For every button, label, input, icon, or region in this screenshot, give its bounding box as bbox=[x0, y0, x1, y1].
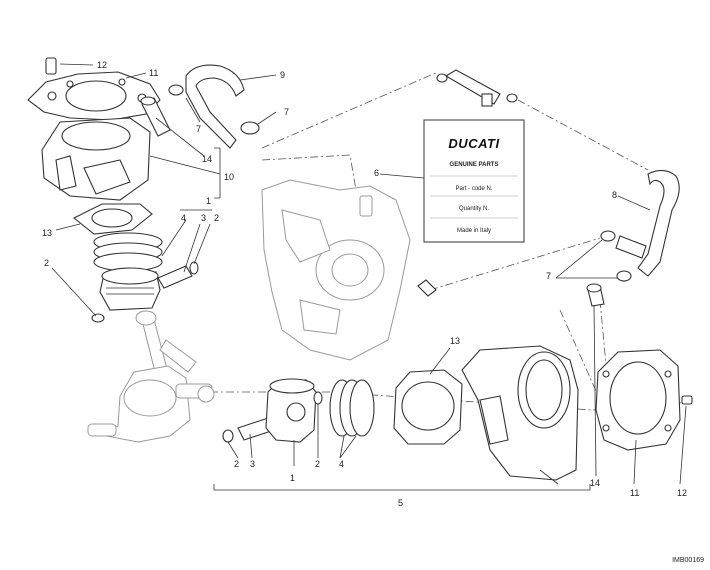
callout-7-right: 7 bbox=[546, 271, 551, 281]
coolant-hose-right bbox=[615, 169, 680, 277]
crankcase bbox=[261, 179, 411, 361]
callout-2-bottom-a: 2 bbox=[234, 459, 239, 469]
callout-9: 9 bbox=[280, 70, 285, 80]
head-gasket-bottom bbox=[595, 349, 681, 451]
callout-12-bottom: 12 bbox=[677, 488, 687, 498]
callout-3-bottom: 3 bbox=[250, 459, 255, 469]
callout-4-bottom: 4 bbox=[339, 459, 344, 469]
leader-lines bbox=[51, 63, 687, 491]
callout-1-top: 1 bbox=[206, 196, 211, 206]
circlip-bottom-b bbox=[313, 391, 323, 405]
cylinder-bottom bbox=[461, 345, 579, 481]
genuine-parts-card: DUCATI GENUINE PARTS Part - code N. Quan… bbox=[423, 119, 525, 243]
callout-13-left: 13 bbox=[42, 228, 52, 238]
stud-bottom bbox=[681, 395, 693, 405]
callout-2-left: 2 bbox=[44, 258, 49, 268]
piston-bottom bbox=[265, 378, 317, 443]
card-brand: DUCATI bbox=[448, 136, 499, 151]
hose-clamp-right-a bbox=[600, 230, 616, 242]
callout-8: 8 bbox=[612, 190, 617, 200]
head-gasket-top bbox=[27, 71, 161, 121]
circlip-left-b bbox=[189, 261, 199, 275]
callout-12-top: 12 bbox=[97, 60, 107, 70]
callout-6: 6 bbox=[374, 168, 379, 178]
piston-rings-left bbox=[93, 232, 163, 272]
guide-sleeve-right bbox=[586, 283, 605, 307]
crankcase-fitting bbox=[417, 279, 437, 297]
card-title: GENUINE PARTS bbox=[450, 162, 499, 168]
hose-clamp-top-b bbox=[240, 121, 260, 135]
circlip-left-a bbox=[91, 313, 105, 323]
callout-11-bottom: 11 bbox=[630, 488, 639, 498]
piston-rings-bottom bbox=[329, 379, 375, 437]
callout-13-mid: 13 bbox=[450, 336, 460, 346]
card-quantity: Quantity N. bbox=[459, 206, 489, 212]
callout-14-bottom: 14 bbox=[590, 478, 600, 488]
callout-3-top: 3 bbox=[201, 213, 206, 223]
piston-pin-left bbox=[157, 265, 193, 289]
cylinder-top bbox=[41, 117, 151, 201]
card-made-in: Made in Italy bbox=[457, 228, 491, 234]
callout-2-bottom-b: 2 bbox=[315, 459, 320, 469]
callout-11-top: 11 bbox=[149, 68, 158, 78]
callout-4-top: 4 bbox=[181, 213, 186, 223]
callout-2-top: 2 bbox=[214, 213, 219, 223]
base-gasket-bottom bbox=[393, 369, 463, 445]
callout-5: 5 bbox=[398, 498, 403, 508]
piston-left bbox=[99, 267, 161, 311]
callout-10: 10 bbox=[224, 172, 234, 182]
card-part-code: Part - code N. bbox=[455, 186, 492, 192]
guide-sleeve-top bbox=[140, 96, 171, 137]
diagram-reference-code: IMB00169 bbox=[672, 557, 704, 564]
hose-clamp-right-b bbox=[616, 270, 632, 282]
callout-14-top: 14 bbox=[202, 154, 212, 164]
coolant-t-fitting bbox=[436, 69, 518, 107]
base-gasket-left bbox=[72, 203, 153, 235]
crankshaft bbox=[87, 339, 215, 443]
circlip-bottom-a bbox=[222, 429, 234, 443]
callout-7-top-b: 7 bbox=[284, 107, 289, 117]
callout-1-bottom: 1 bbox=[290, 473, 295, 483]
coolant-hose-top bbox=[185, 64, 245, 149]
stud-top bbox=[45, 57, 57, 75]
callout-numbers: 12 11 9 7 7 14 10 1 4 3 2 13 2 6 8 7 13 … bbox=[42, 60, 687, 508]
hose-clamp-top-a bbox=[168, 84, 184, 96]
callout-7-top-a: 7 bbox=[196, 124, 201, 134]
